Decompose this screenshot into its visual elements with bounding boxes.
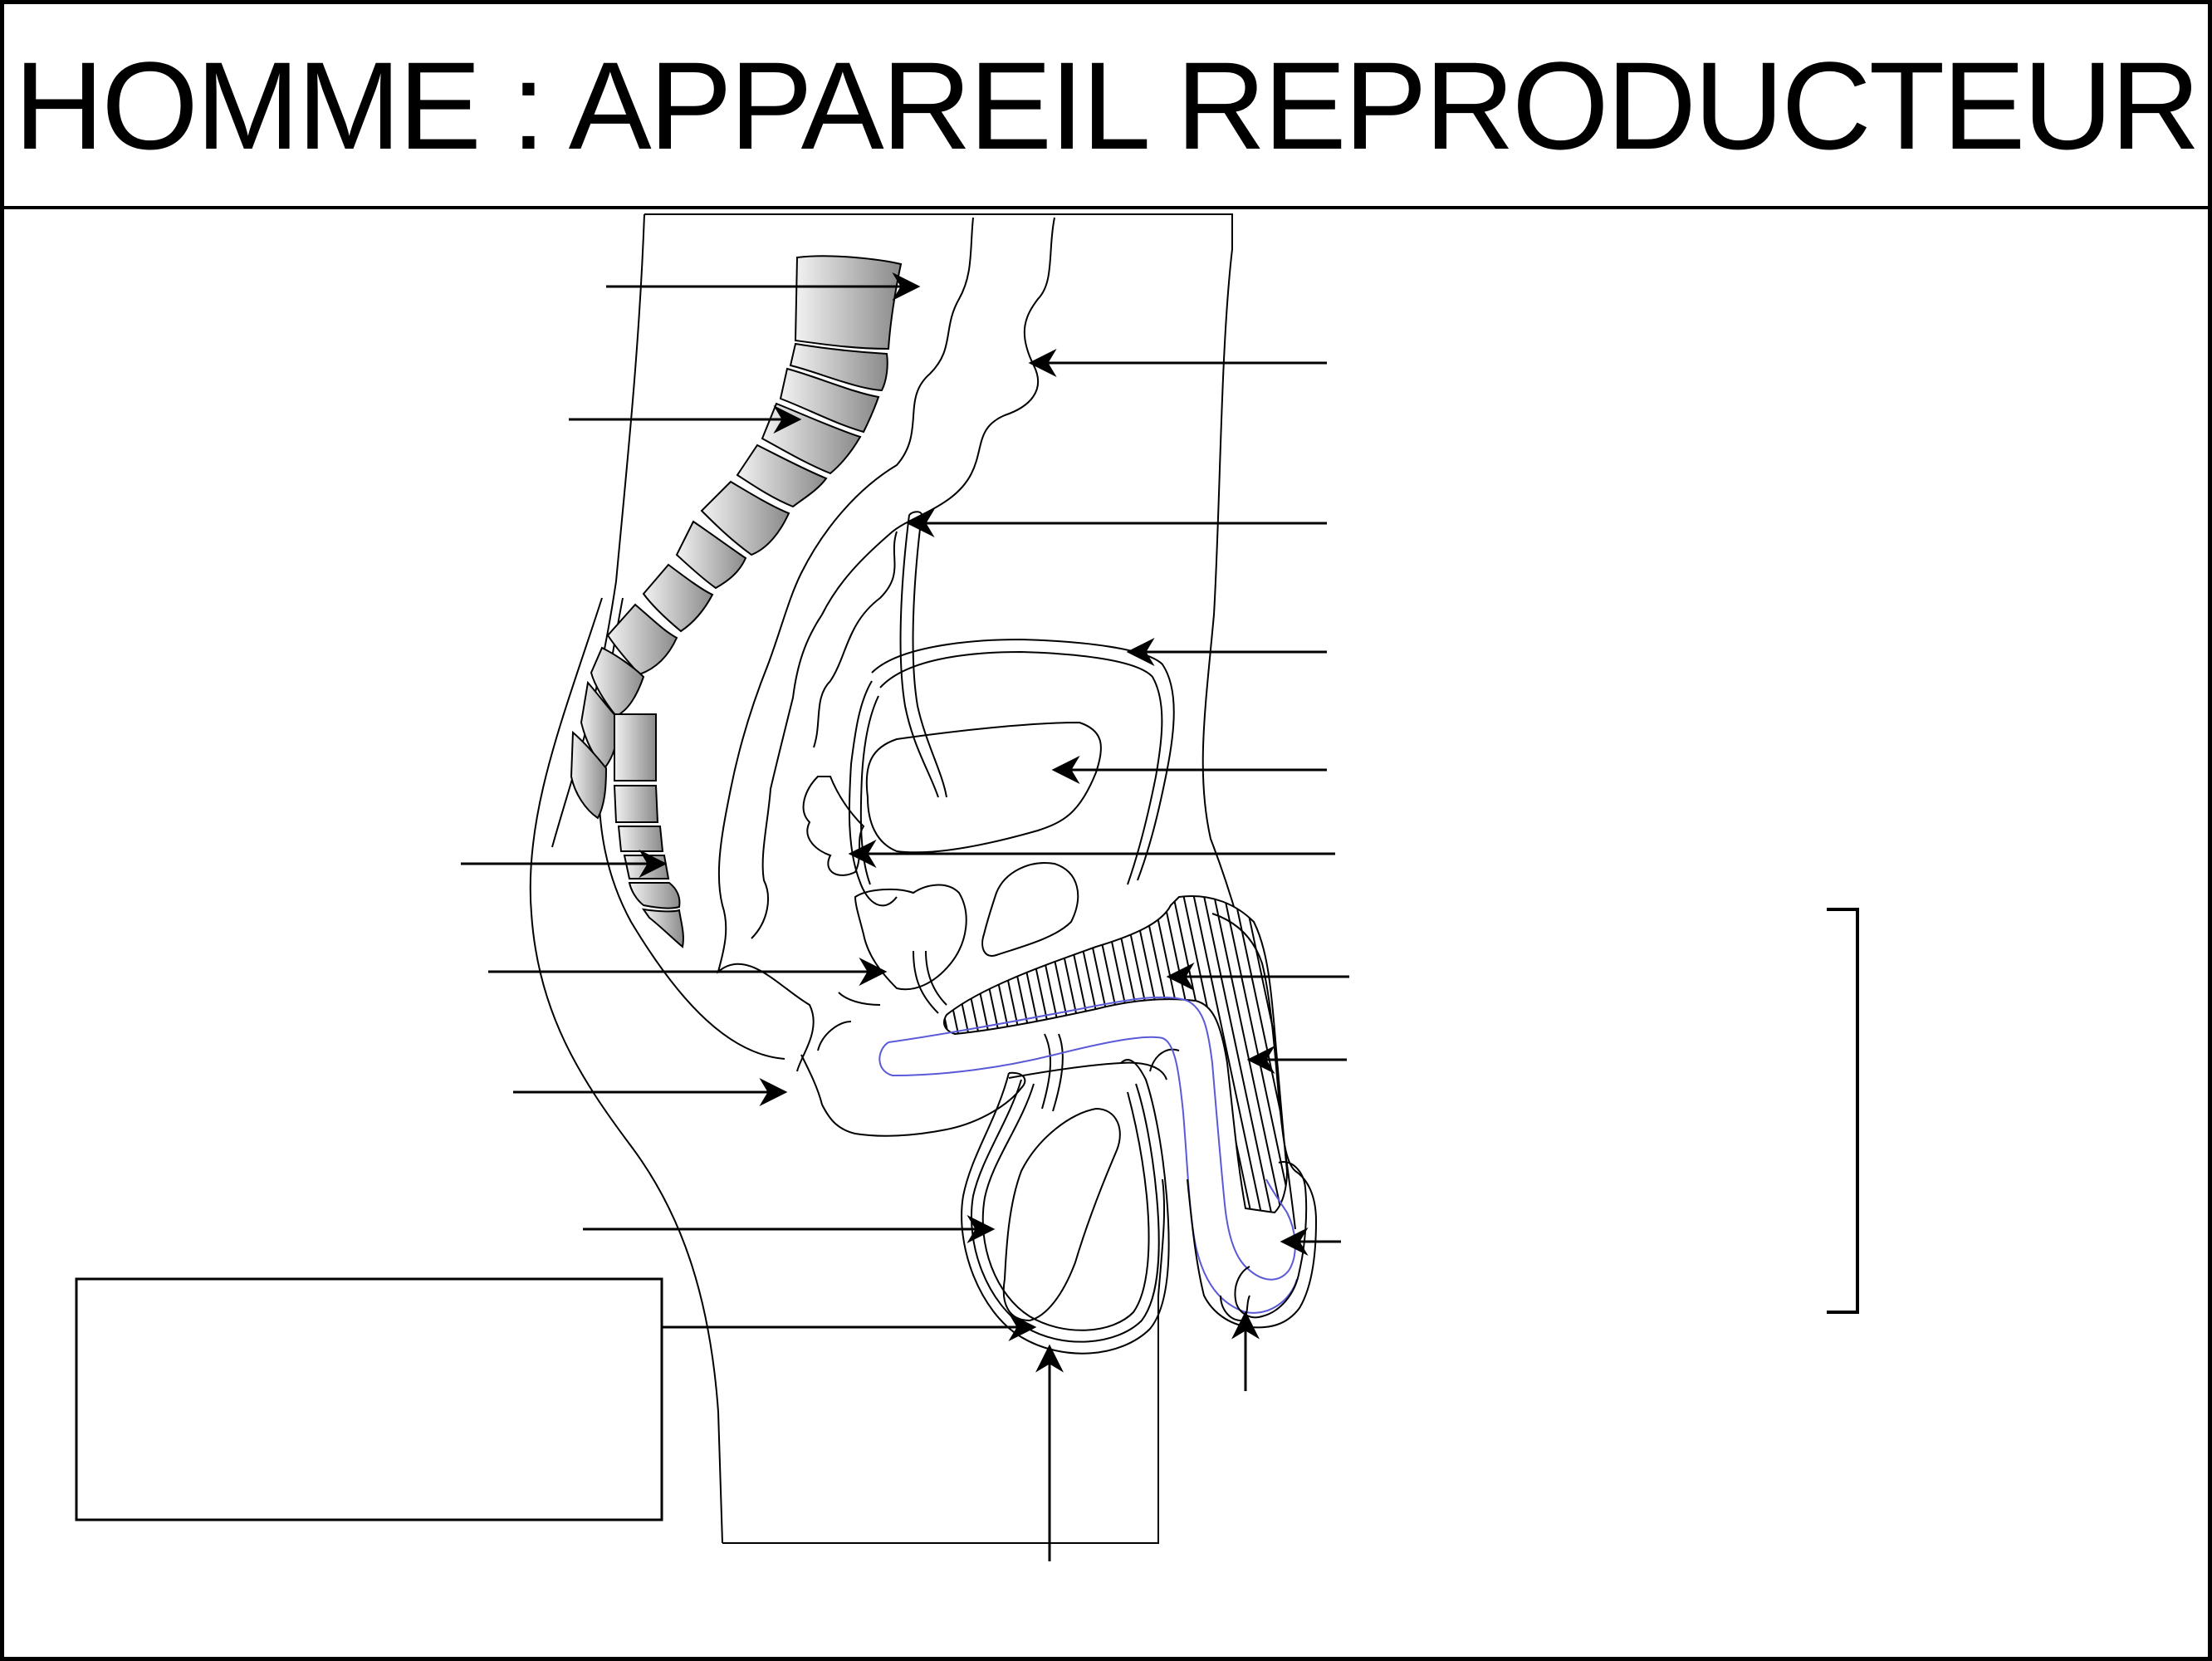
penis-bracket xyxy=(1827,908,1859,1314)
page-title: HOMME : APPAREIL REPRODUCTEUR xyxy=(13,36,2200,175)
spine-vertebrae xyxy=(570,255,903,948)
label-arrows xyxy=(461,272,1349,1561)
title-bar: HOMME : APPAREIL REPRODUCTEUR xyxy=(0,0,2212,209)
internal-organs xyxy=(717,217,1180,1355)
penis xyxy=(878,895,1318,1329)
answer-box[interactable] xyxy=(75,1277,663,1521)
